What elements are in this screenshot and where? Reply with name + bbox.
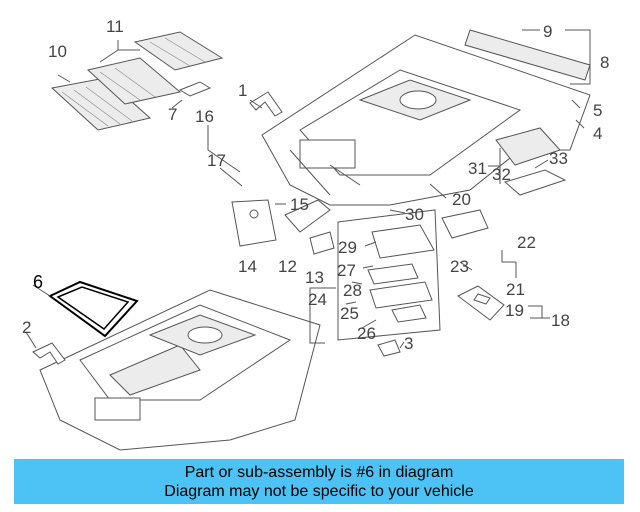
roof-upper (261, 34, 591, 206)
clip-3 (377, 339, 401, 357)
callout-24: 24 (308, 290, 327, 309)
headliner-panel-10 (50, 77, 152, 131)
handle-2 (32, 342, 66, 365)
callout-32: 32 (492, 165, 511, 184)
caption-bar: Part or sub-assembly is #6 in diagram Di… (14, 459, 624, 504)
callout-1: 1 (238, 81, 247, 100)
callout-12: 12 (278, 257, 297, 276)
callout-26: 26 (357, 324, 376, 343)
caption-line-2: Diagram may not be specific to your vehi… (164, 482, 474, 500)
callout-14: 14 (238, 257, 257, 276)
callout-22: 22 (517, 233, 536, 252)
roof-rail-8 (464, 29, 591, 81)
cover-13 (309, 231, 335, 255)
console-group-24 (337, 209, 441, 341)
callout-29: 29 (338, 238, 357, 257)
callout-27: 27 (337, 261, 356, 280)
sunroof-seal-part-6[interactable] (48, 280, 139, 338)
headliner-panel-11b (133, 31, 224, 71)
callout-8: 8 (600, 53, 609, 72)
callout-4: 4 (593, 124, 602, 143)
callout-3: 3 (404, 334, 413, 353)
callout-10: 10 (48, 42, 67, 61)
callout-15: 15 (290, 195, 309, 214)
roof-lower (39, 289, 321, 451)
handle-1 (249, 91, 283, 117)
callout-28: 28 (343, 281, 362, 300)
vanity-lamp-12 (284, 199, 331, 233)
callout-9: 9 (543, 22, 552, 41)
parts-diagram: 1 2 3 4 5 6 7 8 9 10 11 12 13 14 15 16 1… (22, 17, 609, 451)
callout-18: 18 (551, 311, 570, 330)
caption-line-1: Part or sub-assembly is #6 in diagram (184, 463, 454, 481)
callout-13: 13 (305, 268, 324, 287)
callout-31: 31 (468, 159, 487, 178)
callout-5: 5 (593, 101, 602, 120)
headliner-panel-11a (86, 57, 182, 105)
callout-21: 21 (506, 280, 525, 299)
callout-2: 2 (22, 318, 31, 337)
callout-30: 30 (405, 205, 424, 224)
callout-23: 23 (450, 257, 469, 276)
sun-visor-14 (231, 199, 277, 247)
callout-16: 16 (195, 107, 214, 126)
mirror-7 (178, 81, 212, 97)
callout-20: 20 (452, 190, 471, 209)
callout-11: 11 (106, 17, 124, 36)
callout-33: 33 (549, 149, 568, 168)
callout-7: 7 (168, 105, 177, 124)
callout-6: 6 (33, 272, 43, 292)
light-assembly-18 (457, 285, 505, 321)
callout-19: 19 (505, 301, 524, 320)
lamp-23 (441, 209, 489, 239)
callout-17: 17 (207, 151, 226, 170)
callout-25: 25 (340, 304, 359, 323)
callout-labels: 1 2 3 4 5 6 7 8 9 10 11 12 13 14 15 16 1… (22, 17, 609, 353)
console-31 (495, 127, 567, 196)
leader-lines (25, 29, 591, 349)
